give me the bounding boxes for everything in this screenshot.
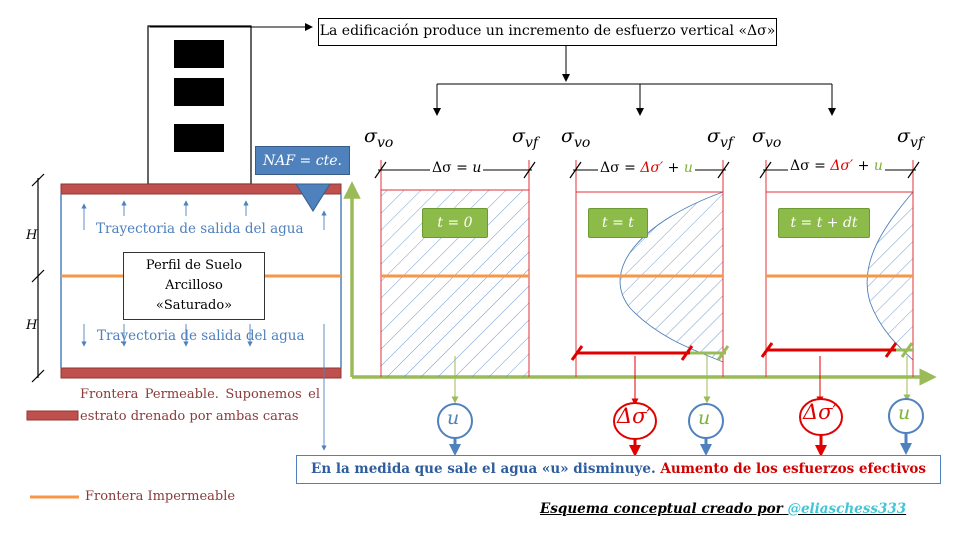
permeable-legend-text: Frontera Permeable. Suponemos el estrato… [80, 387, 320, 424]
bottom-message-part1: En la medida que sale el agua «u» dismin… [311, 461, 656, 477]
stage-2-output-u: u [698, 407, 711, 429]
stage-1-graph [374, 160, 536, 404]
stage-3-time-badge: t = t + dt [778, 208, 870, 238]
impermeable-legend-text: Frontera Impermeable [85, 489, 236, 504]
title-branch-arrows [433, 46, 836, 116]
permeable-legend-swatch [26, 410, 79, 421]
height-label-top: H [26, 228, 38, 243]
credit-handle[interactable]: @eliaschess333 [787, 501, 907, 517]
stage-3-output-u: u [898, 402, 911, 424]
stage-1-output-u: u [447, 407, 460, 429]
bottom-message-box: En la medida que sale el agua «u» dismin… [296, 455, 941, 484]
stage-1-delta-equation: Δσ = u [430, 160, 484, 176]
stage-2-delta-equation: Δσ = Δσ′ + u [598, 160, 695, 176]
building-to-title-arrow [149, 23, 313, 31]
stage-3-delta-equation: Δσ = Δσ′ + u [788, 158, 885, 174]
stage-3-sigma-end: σvf [897, 125, 924, 151]
stage-1-time-badge: t = 0 [422, 208, 488, 238]
stage-3-graph [759, 160, 920, 404]
bottom-message-part2: Aumento de los esfuerzos efectivos [660, 461, 926, 477]
stage-3-output-effective: Δσ′ [803, 400, 838, 424]
soil-profile-line1: Perfil de Suelo [145, 258, 243, 273]
credit-line: Esquema conceptual creado por @eliasches… [540, 501, 906, 517]
credit-text: Esquema conceptual creado por [540, 501, 783, 517]
stage-2-time-badge: t = t [588, 208, 648, 238]
stage-1-sigma-end: σvf [512, 125, 539, 151]
trajectory-top-label: Trayectoria de salida del agua [96, 221, 304, 237]
soil-stratum [60, 183, 342, 379]
stage-3-sigma-start: σvo [752, 125, 782, 151]
output-circles [437, 398, 924, 457]
stage-2-sigma-end: σvf [707, 125, 734, 151]
height-label-bottom: H [26, 318, 38, 333]
trajectory-bottom-label: Trayectoria de salida del agua [97, 328, 305, 344]
soil-profile-line3: «Saturado» [155, 298, 233, 313]
naf-label: NAF = cte. [255, 146, 350, 175]
stage-2-output-effective: Δσ′ [617, 404, 652, 428]
stage-2-graph [569, 160, 730, 406]
soil-profile-line2: Arcilloso [165, 278, 223, 293]
height-dimension [31, 173, 45, 383]
building-icon [147, 25, 252, 185]
stage-2-sigma-start: σvo [561, 125, 591, 151]
soil-profile-box: Perfil de Suelo Arcilloso «Saturado» [123, 252, 265, 320]
title-box: La edificación produce un incremento de … [318, 18, 777, 46]
water-flow-arrows [81, 200, 327, 451]
stage-1-sigma-start: σvo [364, 125, 394, 151]
water-table-triangle-icon [295, 183, 331, 212]
